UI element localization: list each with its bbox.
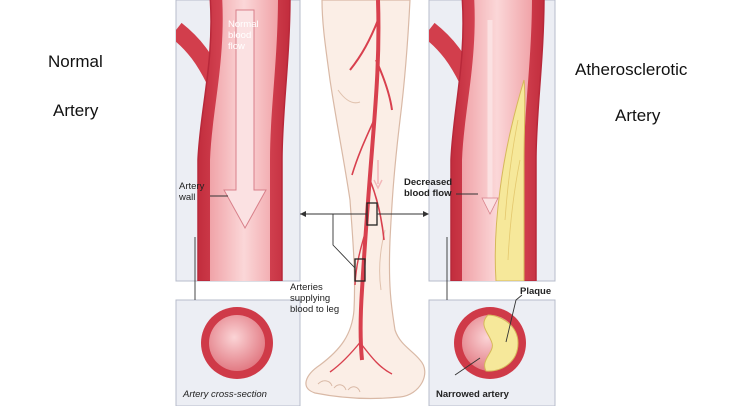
artery-wall-label-1: Artery: [179, 181, 205, 192]
normal-flow-label-2: blood: [228, 30, 252, 41]
plaque-label: Plaque: [520, 286, 552, 297]
narrowed-artery-label: Narrowed artery: [436, 389, 509, 400]
athero-title-line1: Atherosclerotic: [575, 60, 688, 79]
arteries-supplying-label-3: blood to leg: [290, 304, 340, 315]
decreased-flow-label-1: Decreased: [404, 177, 453, 188]
leg-illustration: [300, 0, 429, 400]
normal-title-line1: Normal: [48, 52, 103, 71]
leg-main-artery: [358, 0, 381, 361]
normal-flow-label-1: Normal: [228, 19, 259, 30]
decreased-flow-label-2: blood flow: [404, 188, 452, 199]
leader-lines: [194, 193, 523, 376]
decreased-flow-arrow: [481, 197, 499, 215]
athero-title-line2: Artery: [615, 106, 661, 125]
normal-artery-panel: [175, 0, 301, 282]
athero-plaque: [494, 79, 526, 281]
normal-title-line2: Artery: [53, 101, 99, 120]
normal-flow-label-3: flow: [228, 41, 245, 52]
narrowed-cross-section-panel: [428, 299, 556, 406]
cross-section-label: Artery cross-section: [183, 389, 267, 400]
arteries-supplying-label-2: supplying: [290, 293, 331, 304]
leg-lower-highlight-box: [354, 258, 366, 282]
athero-artery-panel: [428, 0, 556, 282]
arteries-supplying-label-1: Arteries: [290, 282, 323, 293]
normal-cross-section-panel: [175, 299, 301, 406]
artery-wall-label-2: wall: [179, 192, 196, 203]
normal-flow-arrow: [223, 9, 267, 230]
normal-cross-section-lumen: [209, 315, 265, 371]
